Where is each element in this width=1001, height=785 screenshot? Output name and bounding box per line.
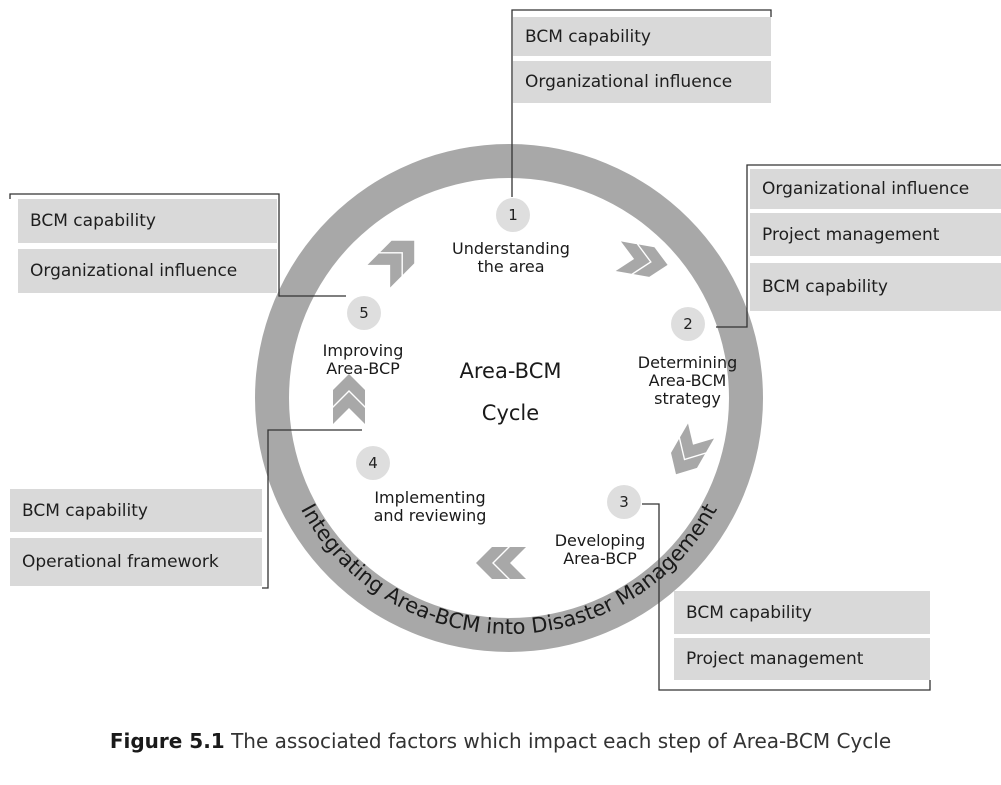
- figure-caption: Figure 5.1 The associated factors which …: [0, 729, 1001, 753]
- figure-caption-label: Figure 5.1: [109, 729, 225, 753]
- step-4-number: 4: [356, 446, 390, 480]
- step-4-factor-box: BCM capability: [10, 489, 262, 532]
- step-1-label: Understanding the area: [452, 239, 570, 276]
- step-3-factor-box: BCM capability: [674, 591, 930, 634]
- cycle-title-line1: Area-BCM: [459, 359, 562, 383]
- step-4-label: Implementing and reviewing: [373, 488, 487, 525]
- step-2-factor-box: Organizational influence: [750, 169, 1001, 209]
- connector-step1: [511, 9, 772, 197]
- step-1-factor-box: Organizational influence: [513, 61, 771, 103]
- flow-arrows: [333, 240, 714, 579]
- step-5-number: 5: [347, 296, 381, 330]
- step-1-number: 1: [496, 198, 530, 232]
- cycle-title-line2: Cycle: [481, 401, 540, 425]
- step-2-factor-box: BCM capability: [750, 263, 1001, 311]
- connector-step3: [642, 503, 931, 691]
- connector-lines: [9, 9, 1001, 691]
- figure-caption-text: The associated factors which impact each…: [231, 729, 892, 753]
- step-3-label: Developing Area-BCP: [554, 531, 646, 568]
- step-2-label: Determining Area-BCM strategy: [637, 353, 738, 408]
- connector-step2: [716, 164, 1001, 328]
- step-2-number: 2: [671, 307, 705, 341]
- step-5-factor-box: Organizational influence: [18, 249, 277, 293]
- step-3-number: 3: [607, 485, 641, 519]
- chevron-arrow-icon: [671, 423, 714, 475]
- connector-step4: [262, 429, 362, 589]
- step-3-factor-box: Project management: [674, 638, 930, 680]
- chevron-arrow-icon: [333, 374, 365, 424]
- step-2-factor-box: Project management: [750, 213, 1001, 256]
- step-5-factor-box: BCM capability: [18, 199, 277, 243]
- chevron-arrow-icon: [615, 241, 668, 277]
- step-4-factor-box: Operational framework: [10, 538, 262, 586]
- chevron-arrow-icon: [476, 547, 526, 579]
- chevron-arrow-icon: [367, 240, 415, 288]
- step-1-factor-box: BCM capability: [513, 17, 771, 56]
- connector-step5: [9, 193, 346, 297]
- step-5-label: Improving Area-BCP: [322, 341, 404, 378]
